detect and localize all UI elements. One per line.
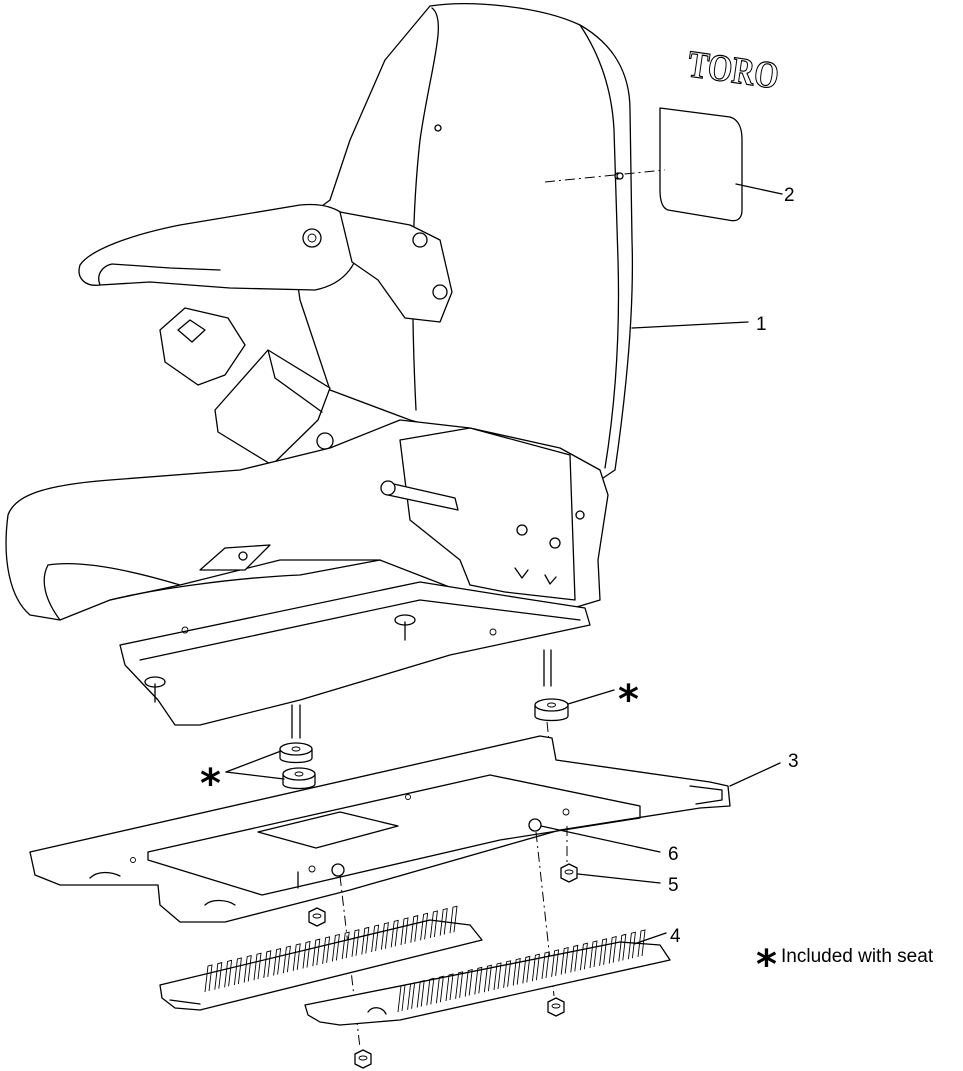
seat-mounting-stud (394, 614, 416, 641)
foot-plate (304, 929, 671, 1026)
leader-3 (729, 762, 781, 787)
seat-mounting-stud (291, 704, 301, 739)
callout-4: 4 (670, 926, 681, 947)
foot-plate (159, 905, 483, 1011)
toro-decal: TORO (659, 42, 782, 222)
toro-logo-text: TORO (685, 42, 781, 97)
leader-asterisk-c (225, 771, 285, 780)
seat-base-pan (119, 581, 591, 726)
flange-nut (308, 907, 326, 927)
legend: * Included with seat (756, 942, 934, 988)
legend-text: Included with seat (781, 946, 934, 967)
decal-leader-line (544, 169, 666, 183)
flange-nut (354, 1049, 372, 1069)
callout-3: 3 (788, 751, 799, 772)
leader-1 (631, 321, 749, 329)
bracket-bolt (412, 232, 428, 248)
leader-4 (633, 932, 667, 945)
flange-nut (560, 863, 578, 883)
seat-assembly (5, 3, 634, 739)
retractor-bolt (316, 432, 334, 450)
cushion-latch (199, 544, 271, 571)
seat-belt-tongue (159, 307, 246, 386)
leader-asterisk-b (225, 750, 282, 773)
seat-mounting-stud (144, 676, 166, 703)
rubber-isolator (534, 698, 569, 722)
backrest-rivet (434, 124, 442, 132)
callout-5: 5 (668, 875, 679, 896)
rubber-isolator (279, 742, 313, 764)
plate-bolt (528, 818, 542, 832)
armrest-pivot-bolt (302, 228, 322, 248)
bracket-bolt (432, 284, 448, 300)
seat-mounting-stud (543, 649, 552, 687)
flange-nut (547, 997, 565, 1017)
leader-asterisk-a (567, 689, 615, 705)
plate-bolt (331, 863, 345, 877)
mount-plate-cutout (257, 811, 399, 849)
rubber-isolator (282, 767, 316, 790)
leader-5 (577, 873, 661, 884)
asterisk-marker: * (200, 761, 221, 807)
callout-1: 1 (756, 314, 767, 335)
asterisk-marker: * (618, 677, 639, 723)
callout-6: 6 (668, 844, 679, 865)
backrest-side-seam (412, 7, 439, 411)
leader-2 (735, 183, 783, 195)
armrest (78, 203, 360, 291)
leader-6 (540, 825, 661, 853)
legend-asterisk: * (756, 942, 777, 988)
callout-2: 2 (784, 185, 795, 206)
seat-suspension-plate (399, 427, 576, 601)
